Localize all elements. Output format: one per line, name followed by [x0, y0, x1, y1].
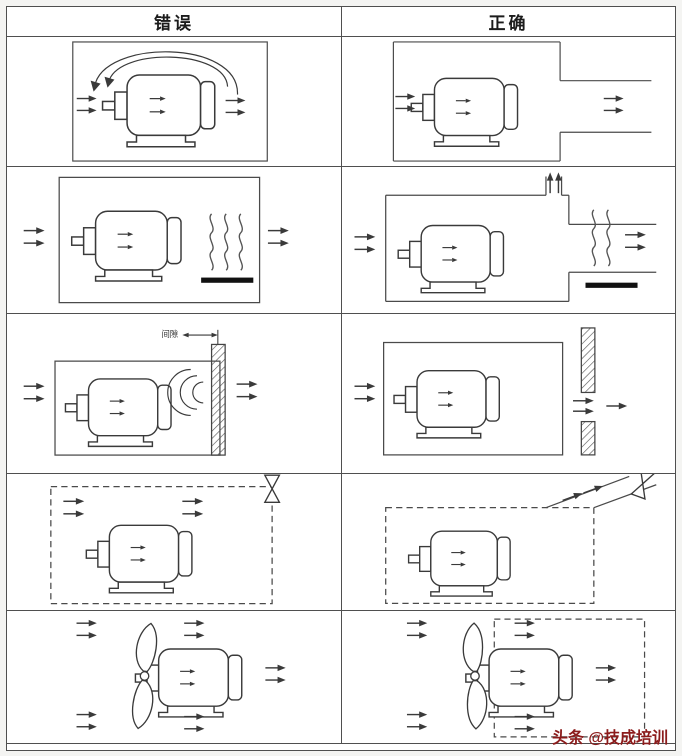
- wrong-column-header-cell: 错误: [7, 7, 341, 36]
- diagram-row5-correct: [406, 618, 646, 738]
- motor-icon: [64, 378, 172, 448]
- motor-icon: [407, 530, 511, 597]
- table-row: [7, 167, 675, 314]
- airflow-arrows: [62, 497, 204, 518]
- fan-icon: [264, 474, 281, 504]
- watermark: 头条 @技成培训: [551, 730, 668, 747]
- heat-source-bar: [201, 277, 254, 283]
- cell-row2-correct: [341, 167, 675, 313]
- table-row: [7, 37, 675, 167]
- enclosure-box: [385, 176, 570, 303]
- cell-row5-correct: [341, 611, 675, 743]
- cell-row1-wrong: [7, 37, 341, 166]
- comparison-table: 错误 正确: [6, 6, 676, 751]
- gap-dimension-label: 间隙: [161, 329, 178, 339]
- cell-row5-wrong: [7, 611, 341, 743]
- airflow-arrows: [560, 482, 605, 505]
- diagram-row4-correct: [385, 474, 657, 605]
- cell-row2-wrong: [7, 167, 341, 313]
- enclosure-box: [58, 176, 261, 304]
- cell-row1-correct: [341, 37, 675, 166]
- cell-row4-wrong: [7, 474, 341, 610]
- diagram-row2-wrong: [22, 176, 290, 304]
- cell-row4-correct: [341, 474, 675, 610]
- enclosure-box: [383, 341, 564, 456]
- motor-icon: [101, 74, 216, 148]
- recirculation-arrows: [90, 51, 239, 95]
- blocked-air-arcs: [167, 368, 204, 416]
- correct-column-header-cell: 正确: [341, 7, 675, 36]
- motor-icon: [397, 224, 505, 294]
- table-header-row: 错误 正确: [7, 7, 675, 37]
- cell-row3-wrong: 间隙: [7, 314, 341, 473]
- diagram-row1-correct: [392, 41, 652, 162]
- up-exhaust-arrows: [546, 171, 563, 194]
- wall-upper: [580, 327, 596, 394]
- exhaust-duct: [568, 223, 657, 273]
- diagram-row1-wrong: [72, 41, 268, 162]
- motor-icon: [70, 210, 182, 282]
- enclosure-box: [72, 41, 268, 162]
- diagram-row4-wrong: [50, 474, 281, 605]
- motor-icon: [393, 369, 500, 439]
- diagram-row3-correct: [353, 327, 628, 456]
- cell-row3-correct: [341, 314, 675, 473]
- enclosure-box: [392, 41, 561, 162]
- heat-waves-icon: [591, 209, 611, 267]
- wall: [210, 343, 226, 456]
- enclosure-box-dashed: [50, 486, 273, 605]
- heat-waves-icon: [209, 213, 243, 271]
- motor-icon: [85, 524, 193, 594]
- table-row: 间隙: [7, 314, 675, 474]
- wall-lower: [580, 420, 596, 456]
- gap-dimension: 间隙: [161, 329, 219, 345]
- table-row: [7, 611, 675, 744]
- diagram-row5-wrong: [75, 619, 287, 733]
- heat-source-bar: [585, 282, 638, 288]
- wrong-column-header: 错误: [154, 14, 194, 33]
- correct-column-header: 正确: [488, 14, 529, 33]
- diagram-row3-wrong: 间隙: [22, 329, 259, 456]
- diagram-row2-correct: [353, 171, 657, 303]
- exhaust-duct: [560, 80, 652, 133]
- table-row: [7, 474, 675, 611]
- motor-icon: [410, 77, 519, 147]
